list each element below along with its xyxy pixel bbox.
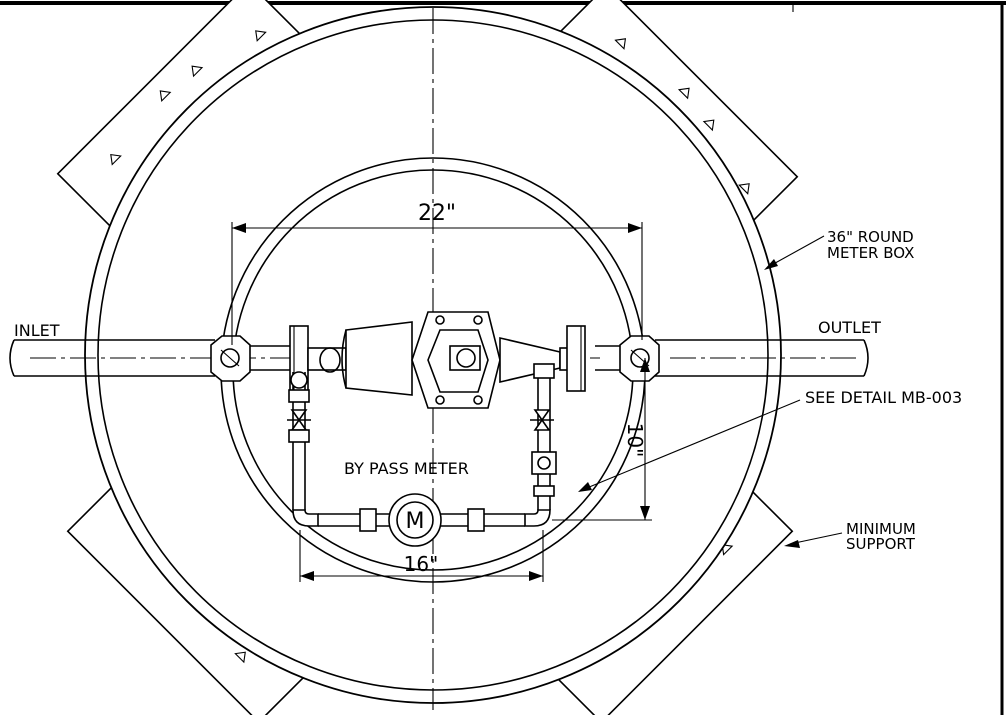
inlet-label: INLET: [14, 321, 60, 340]
see-detail-label: SEE DETAIL MB-003: [805, 388, 962, 407]
dimension-22in: 22": [231, 201, 643, 345]
dimension-10in: 10": [552, 358, 652, 521]
bypass-meter: M: [388, 493, 442, 547]
outlet-coupling: [619, 335, 660, 382]
inlet-coupling: [210, 335, 251, 382]
dimension-10in-label: 10": [623, 423, 647, 458]
dimension-16in-label: 16": [404, 552, 439, 576]
support-label-line1: MINIMUM: [846, 520, 916, 538]
outlet-label: OUTLET: [818, 318, 881, 337]
bypass-meter-label: BY PASS METER: [344, 459, 469, 478]
support-callout: MINIMUM SUPPORT: [784, 520, 916, 553]
see-detail-callout: SEE DETAIL MB-003: [578, 388, 962, 492]
support-label-line2: SUPPORT: [846, 535, 916, 553]
strainer-body: [341, 321, 413, 396]
meter-box-callout: 36" ROUND METER BOX: [764, 228, 914, 270]
dimension-16in: 16": [299, 530, 544, 582]
bypass-meter-symbol: M: [406, 509, 425, 534]
bypass-piping: [287, 363, 557, 532]
outlet-flange: [559, 325, 586, 392]
dimension-22in-label: 22": [418, 201, 456, 226]
meter-box-label-line1: 36" ROUND: [827, 228, 914, 246]
meter-box-label-line2: METER BOX: [827, 244, 914, 262]
